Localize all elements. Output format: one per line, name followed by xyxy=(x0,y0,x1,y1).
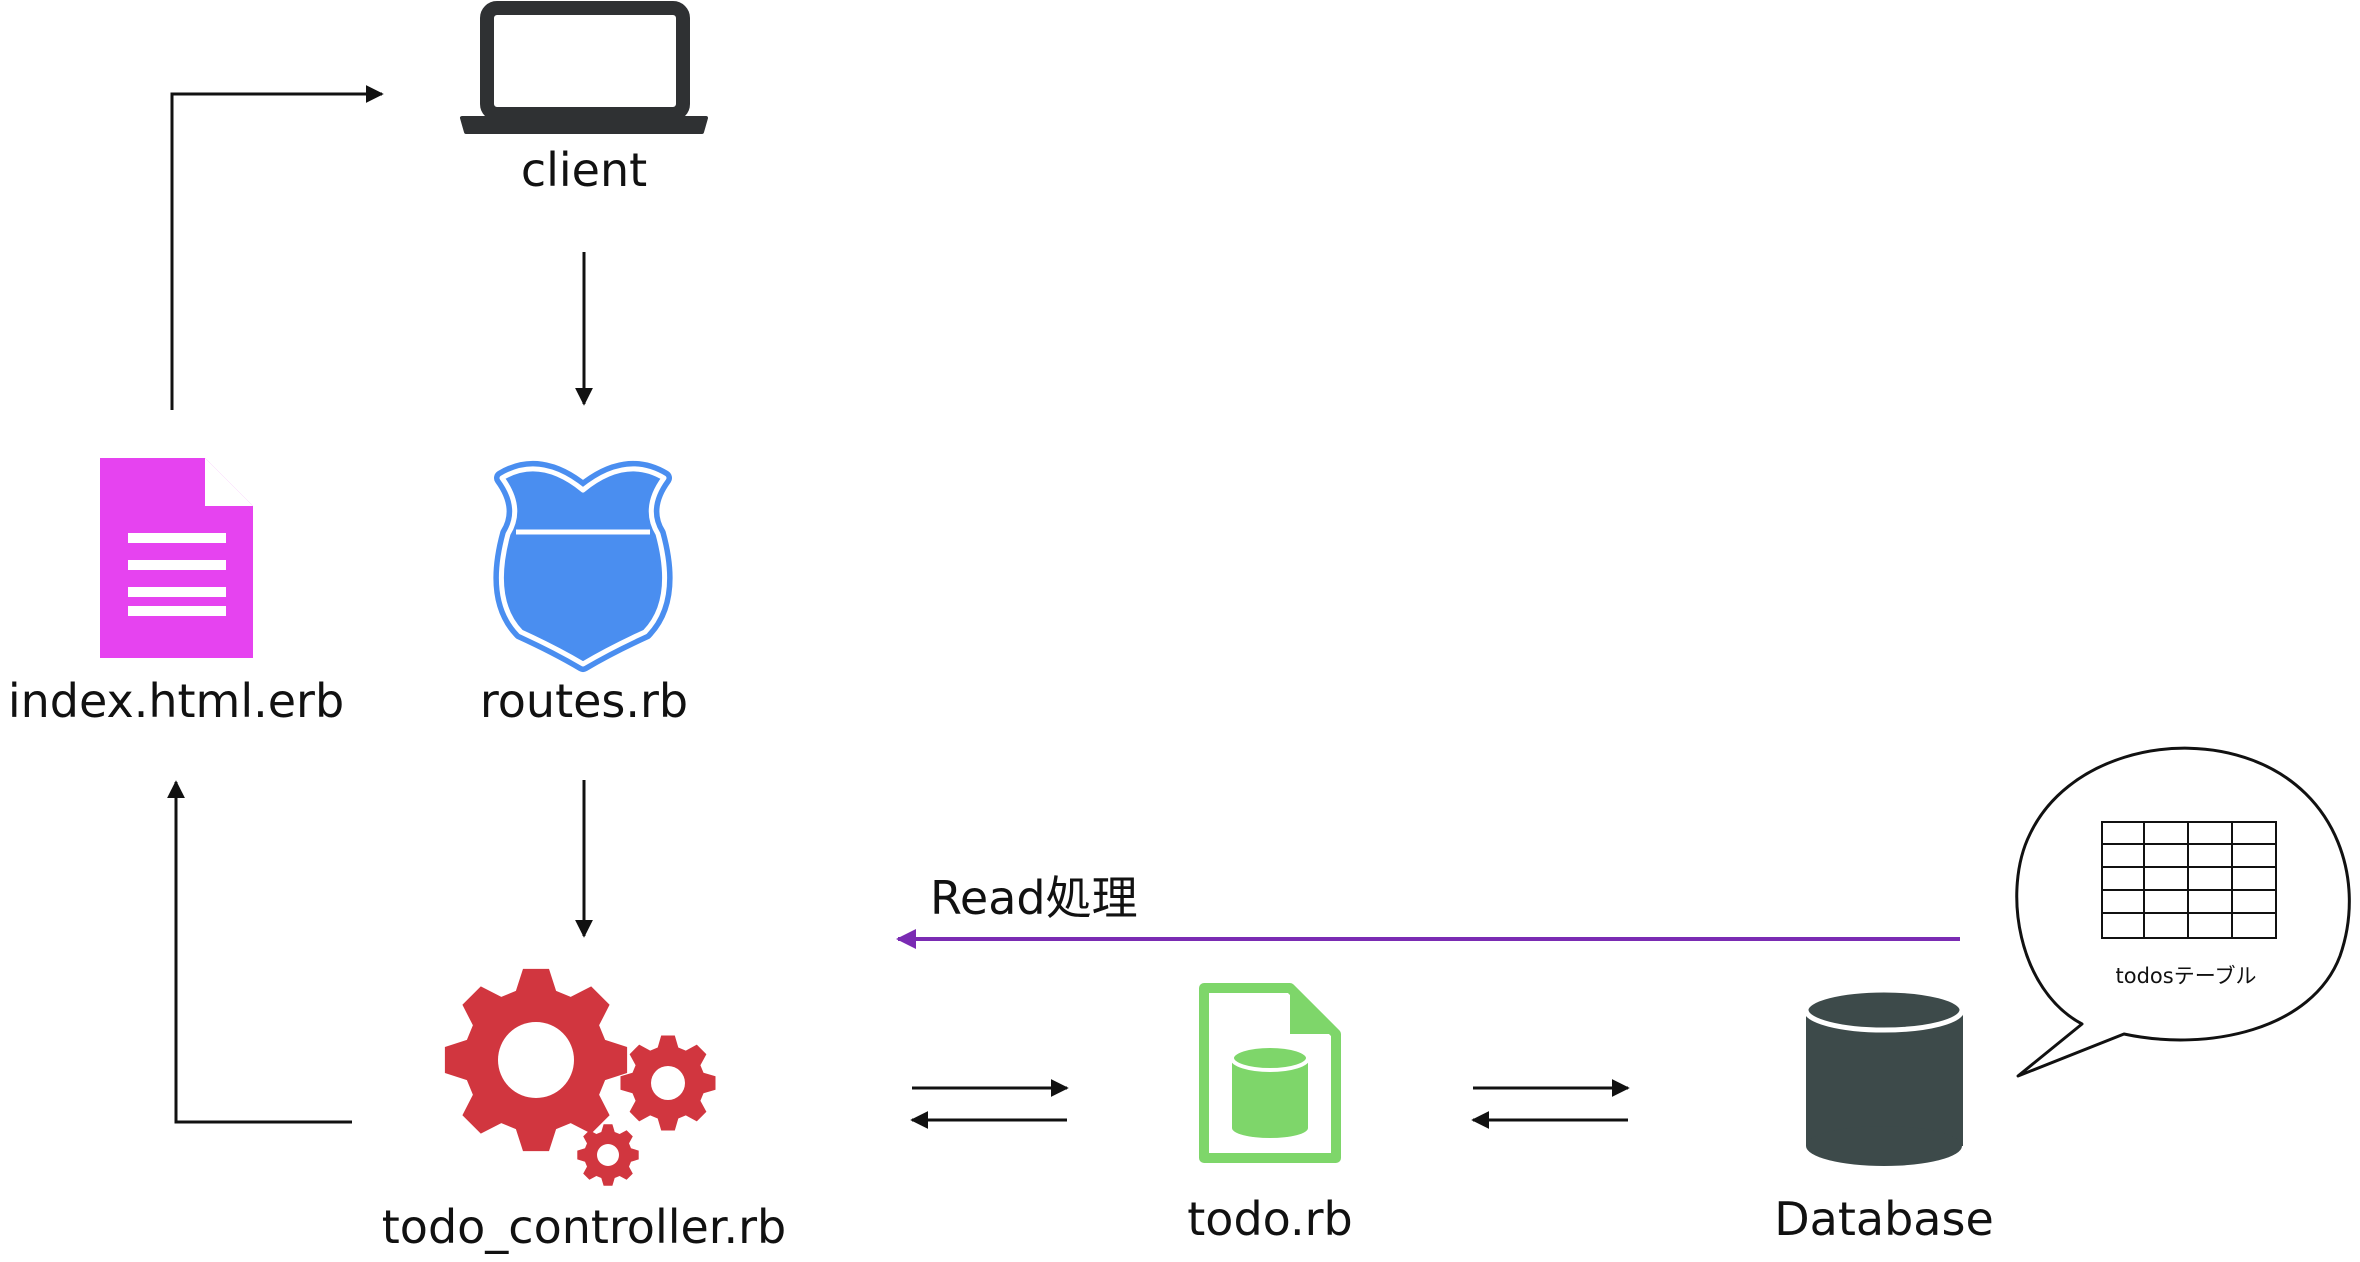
arrow-controller-to-view xyxy=(167,780,352,1124)
database-file-icon xyxy=(1199,983,1341,1163)
view-label: index.html.erb xyxy=(7,674,345,728)
table-label: todosテーブル xyxy=(2115,964,2257,988)
laptop-icon xyxy=(460,1,708,134)
shield-icon xyxy=(493,460,673,672)
client-label: client xyxy=(520,143,648,197)
database-icon xyxy=(1803,987,1965,1166)
routes-label: routes.rb xyxy=(479,674,689,728)
controller-label: todo_controller.rb xyxy=(381,1200,787,1254)
gears-icon xyxy=(444,968,716,1186)
arrow-view-to-client xyxy=(170,85,384,410)
database-label: Database xyxy=(1774,1192,1994,1246)
gear-hole-3 xyxy=(597,1144,619,1166)
read-label: Read処理 xyxy=(930,871,1138,925)
table-icon xyxy=(2101,821,2277,939)
gear-hole-2 xyxy=(651,1066,685,1100)
model-label: todo.rb xyxy=(1187,1192,1353,1246)
gear-hole-1 xyxy=(498,1022,574,1098)
document-icon xyxy=(100,458,253,658)
